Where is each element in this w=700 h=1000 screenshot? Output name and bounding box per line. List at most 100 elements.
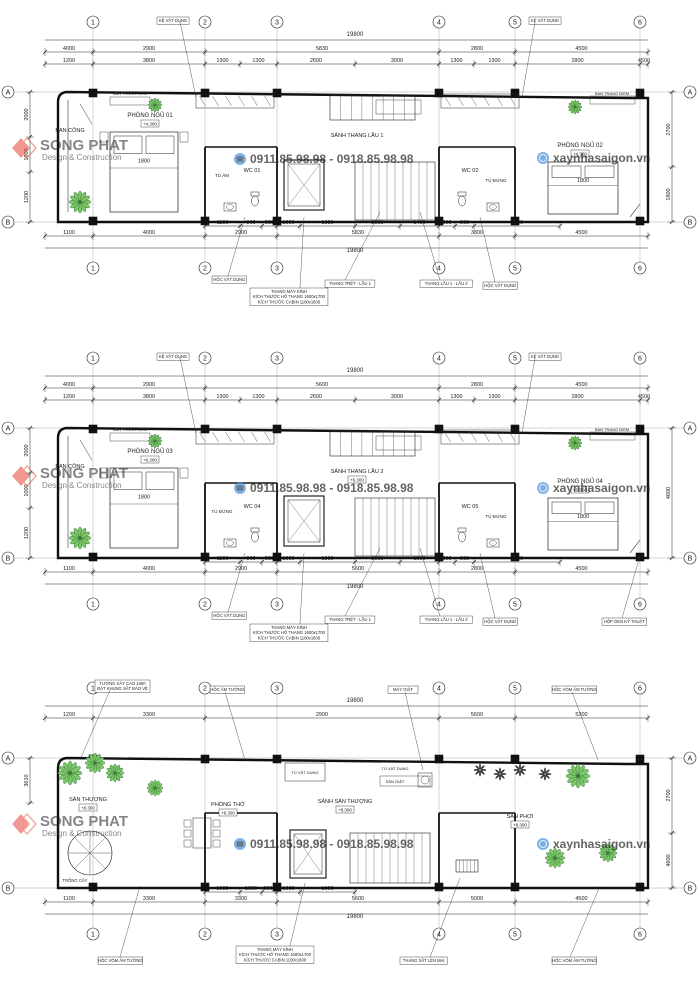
- room-wc-right-label: WC 02: [462, 168, 479, 174]
- top-sub-dim-chain-label-8: 2800: [571, 58, 583, 64]
- wardrobe-left-hanger: [238, 431, 245, 443]
- room-drying-label: SÂN PHƠI: [507, 813, 534, 820]
- column-top: [635, 424, 645, 434]
- room-bedroom-right-level: +6.300: [573, 488, 587, 493]
- callout-shelf-right-box: [528, 16, 562, 25]
- altar-table: [192, 817, 212, 849]
- room-altar-level-box: [218, 808, 238, 817]
- axis-right-B-label: B: [688, 556, 693, 563]
- bottom-dim-chain-label-5: 4500: [575, 230, 587, 236]
- room-hall-label: SẢNH THANG LẦU 1: [331, 132, 384, 139]
- wardrobe-left-box: [195, 93, 275, 109]
- callout-parapet-line-0: TƯỜNG XÂY CAO 1000: [99, 681, 146, 686]
- leader-shelf-left: [179, 21, 197, 98]
- callout-shelf-left-line-0: KỆ VẬT DỤNG: [159, 354, 187, 359]
- total-dim-bottom: 19800: [347, 914, 364, 920]
- terrace-plant-3: [105, 763, 125, 783]
- axis-top-5: [508, 15, 522, 29]
- nightstand-right: [179, 131, 189, 143]
- axis-top-6-label: 6: [638, 686, 642, 693]
- leader-stair-2: [419, 211, 441, 281]
- bed-right: 1800: [547, 161, 619, 215]
- bedroom-right-plant: [567, 99, 583, 115]
- door-swing-right: [629, 539, 641, 554]
- callout-cabinet-left-box: [211, 611, 247, 620]
- room-altar-level: +8.300: [221, 811, 235, 816]
- wc-left-sink: [223, 538, 237, 548]
- axis-right-A-label: A: [688, 756, 693, 763]
- top-sub-dim-chain-label-7: 1300: [488, 394, 500, 400]
- callout-stair-2-box: [419, 279, 473, 288]
- column-bottom: [635, 882, 645, 892]
- axis-top-4: [432, 15, 446, 29]
- axis-right-A-label: A: [688, 90, 693, 97]
- wardrobe-left-hanger: [238, 95, 245, 107]
- wardrobe-left: [195, 429, 275, 445]
- watermark-phone: ☎0911.85.98.98 - 0918.85.98.98: [234, 837, 414, 851]
- wardrobe-right-hanger: [496, 95, 503, 107]
- room-terrace-level: +8.300: [81, 806, 95, 811]
- callout-shelf-right-box: [528, 352, 562, 361]
- column-top: [200, 424, 210, 434]
- axis-left-B: [1, 551, 15, 565]
- drying-plant-3: [538, 767, 552, 781]
- axis-bottom-2-label: 2: [203, 932, 207, 939]
- nightstand-left: [99, 131, 109, 143]
- axis-bottom-4-label: 4: [437, 266, 441, 273]
- umbrella-rib: [89, 837, 106, 854]
- wardrobe-left-hanger: [225, 95, 232, 107]
- watermark-phones-0: 0911.85.98.98 - 0918.85.98.98: [250, 152, 414, 166]
- bottom-dim-chain-label-3: 5600: [352, 566, 364, 572]
- top-sub-dim-chain-label-5: 3000: [391, 394, 403, 400]
- axis-bottom-6-label: 6: [638, 932, 642, 939]
- axis-top-1-label: 1: [91, 20, 95, 27]
- roof-staircase: [349, 832, 431, 884]
- top-dim-chain-label-2: 2900: [316, 712, 328, 718]
- axis-top-3: [270, 681, 284, 695]
- room-bedroom-left-label: PHÒNG NGỦ 03: [127, 448, 173, 455]
- glass-elevator-roof-x2: [293, 833, 323, 875]
- wc-right-sink: [486, 538, 500, 548]
- watermark-website: xaynhasaigon.vn: [537, 837, 650, 851]
- planter-label: TRỒNG CÂY: [63, 878, 88, 883]
- vanity-right-label: BÀN TRANG ĐIỂM: [595, 427, 629, 432]
- axis-bottom-5: [508, 261, 522, 275]
- chair-left: [183, 839, 192, 848]
- axis-bottom-1: [86, 597, 100, 611]
- callout-elevator-line-1: KÍCH THƯỚC HỐ THANG 1600x1700: [253, 294, 326, 299]
- nightstand-left: [99, 467, 109, 479]
- terrace-plant-2: [84, 752, 106, 774]
- phone-icon: ☎: [236, 156, 245, 164]
- room-bedroom-left-level-box: [140, 455, 160, 464]
- callout-elevator-roof-line-0: THANG MÁY KÍNH: [257, 947, 293, 952]
- top-sub-dim-chain-label-3: 1300: [252, 58, 264, 64]
- top-sub-dim-chain-label-7: 1300: [488, 58, 500, 64]
- axis-top-1: [86, 15, 100, 29]
- room-terrace-label: SÂN THƯỢNG: [69, 796, 107, 803]
- top-dim-chain-label-2: 5830: [316, 46, 328, 52]
- bed-left: 1800: [109, 467, 179, 549]
- bed-right-pillow-left: [551, 501, 582, 514]
- vanity-left-label: BÀN TRANG ĐIỂM: [113, 427, 147, 432]
- callout-arch-niche-right-line-0: HỘC VÒM ÂM TƯỜNG: [552, 958, 597, 963]
- callout-cabinet-right-line-0: HỘC VẬT DỤNG: [484, 619, 516, 624]
- upper-landing: [329, 430, 416, 457]
- watermark-website: xaynhasaigon.vn: [537, 481, 650, 495]
- room-terrace-level-box: [78, 803, 98, 812]
- callout-cabinet-right: HỘC VẬT DỤNG: [482, 281, 518, 290]
- callout-arch-niche-left: HỘC VÒM ÂM TƯỜNG: [97, 956, 143, 965]
- callout-shelf-left-box: [156, 352, 190, 361]
- leader-arch-niche-left: [119, 885, 141, 958]
- exterior-walls: [56, 424, 650, 562]
- leader-stair-1: [344, 547, 381, 617]
- column-top: [510, 754, 520, 764]
- watermark-site-1: xaynhasaigon.vn: [553, 481, 650, 495]
- top-dim-chain-label-1: 2900: [143, 46, 155, 52]
- callout-washing-machine-box: [387, 685, 419, 694]
- axis-top-3-label: 3: [275, 356, 279, 363]
- callout-shelf-right-line-0: KỆ VẬT DỤNG: [531, 18, 559, 23]
- laundry-label: SÂN GIẶT: [386, 779, 405, 784]
- room-bedroom-left-level: +4.300: [143, 122, 157, 127]
